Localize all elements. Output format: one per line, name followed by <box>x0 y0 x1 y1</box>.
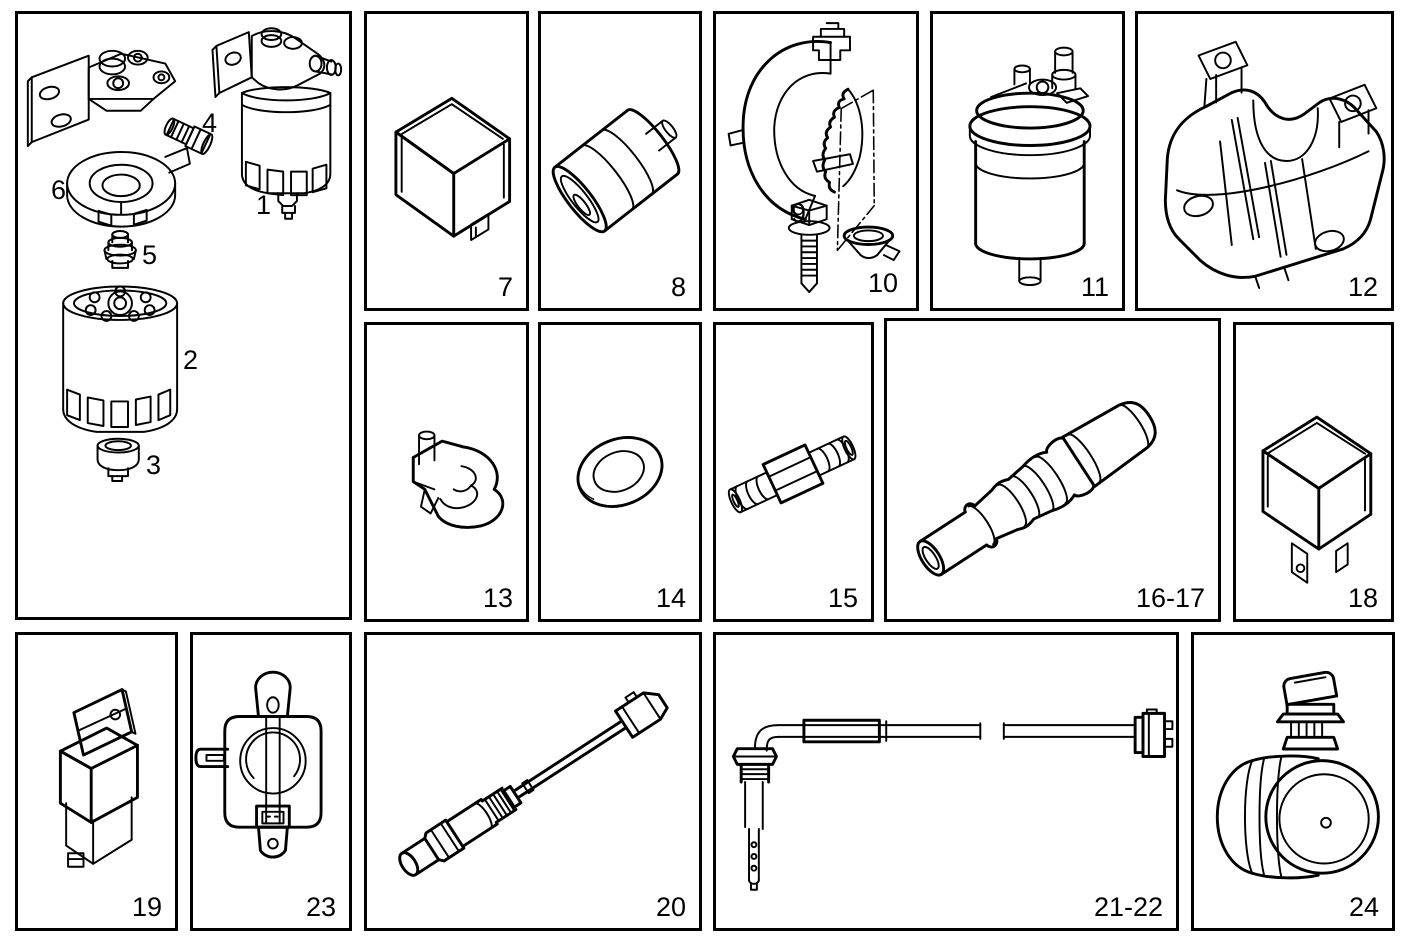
relay-19-drawing <box>58 688 139 868</box>
panel-label-18: 18 <box>1347 583 1378 613</box>
panel-hose-16-17[interactable]: 16-17 <box>884 318 1221 622</box>
connector-drawing <box>727 435 857 514</box>
panel-label-12: 12 <box>1347 272 1378 302</box>
panel-fuel-pump-11[interactable]: 11 <box>930 11 1125 311</box>
panel-pressure-sensor-23[interactable]: 23 <box>190 632 352 931</box>
part-label-5: 5 <box>142 240 158 270</box>
panel-relay-7[interactable]: 7 <box>364 11 529 311</box>
panel-label-16-17: 16-17 <box>1135 583 1205 613</box>
panel-fuel-filter-8[interactable]: 8 <box>538 11 702 311</box>
panel-label-11: 11 <box>1080 272 1109 302</box>
panel-label-15: 15 <box>827 583 858 613</box>
panel-lambda-sensor-20[interactable]: 20 <box>364 632 702 931</box>
clip-drawing <box>411 430 505 529</box>
panel-label-23: 23 <box>305 892 336 922</box>
panel-fuel-filter-assembly[interactable]: 1 2 3 4 5 6 <box>15 11 352 620</box>
panel-label-8: 8 <box>670 272 686 302</box>
panel-clamp-9-10[interactable]: 9 10 <box>713 11 919 311</box>
panel-bracket-12[interactable]: 12 <box>1135 11 1394 311</box>
panel-label-9: 9 <box>791 198 807 228</box>
clamp-drawing <box>727 22 901 294</box>
pressure-sensor-drawing <box>194 670 323 859</box>
part-label-1: 1 <box>256 190 272 220</box>
relay-18-drawing <box>1261 415 1373 584</box>
seal-ring-drawing <box>576 436 664 508</box>
panel-label-19: 19 <box>131 892 162 922</box>
panel-relay-19[interactable]: 19 <box>15 632 178 931</box>
part-label-4: 4 <box>202 108 218 138</box>
air-mass-sensor-drawing <box>1215 670 1380 880</box>
panel-label-21-22: 21-22 <box>1093 892 1163 922</box>
panel-air-mass-sensor-24[interactable]: 24 <box>1191 632 1395 931</box>
panel-label-7: 7 <box>497 272 513 302</box>
lambda-sensor-drawing <box>398 691 669 877</box>
bracket-drawing <box>1163 40 1386 289</box>
part-label-3: 3 <box>146 450 162 480</box>
panel-connector-15[interactable]: 15 <box>713 322 874 622</box>
fuel-filter-drawing <box>551 108 681 234</box>
panel-seal-ring-14[interactable]: 14 <box>538 322 702 622</box>
panel-label-20: 20 <box>655 892 686 922</box>
panel-label-10: 10 <box>868 268 899 298</box>
temp-sensor-drawing <box>731 708 1174 891</box>
panel-label-13: 13 <box>482 583 513 613</box>
panel-clip-13[interactable]: 13 <box>364 322 529 622</box>
relay-drawing <box>394 96 512 241</box>
panel-relay-18[interactable]: 18 <box>1233 322 1394 622</box>
panel-label-24: 24 <box>1348 892 1379 922</box>
panel-temp-sensor-21-22[interactable]: 21-22 <box>713 632 1179 931</box>
part-label-6: 6 <box>51 175 67 205</box>
part-label-2: 2 <box>183 345 199 375</box>
panel-label-14: 14 <box>655 583 686 613</box>
fuel-filter-assembly-drawing <box>26 27 343 482</box>
fuel-pump-drawing <box>968 46 1092 287</box>
hose-drawing <box>916 401 1157 577</box>
